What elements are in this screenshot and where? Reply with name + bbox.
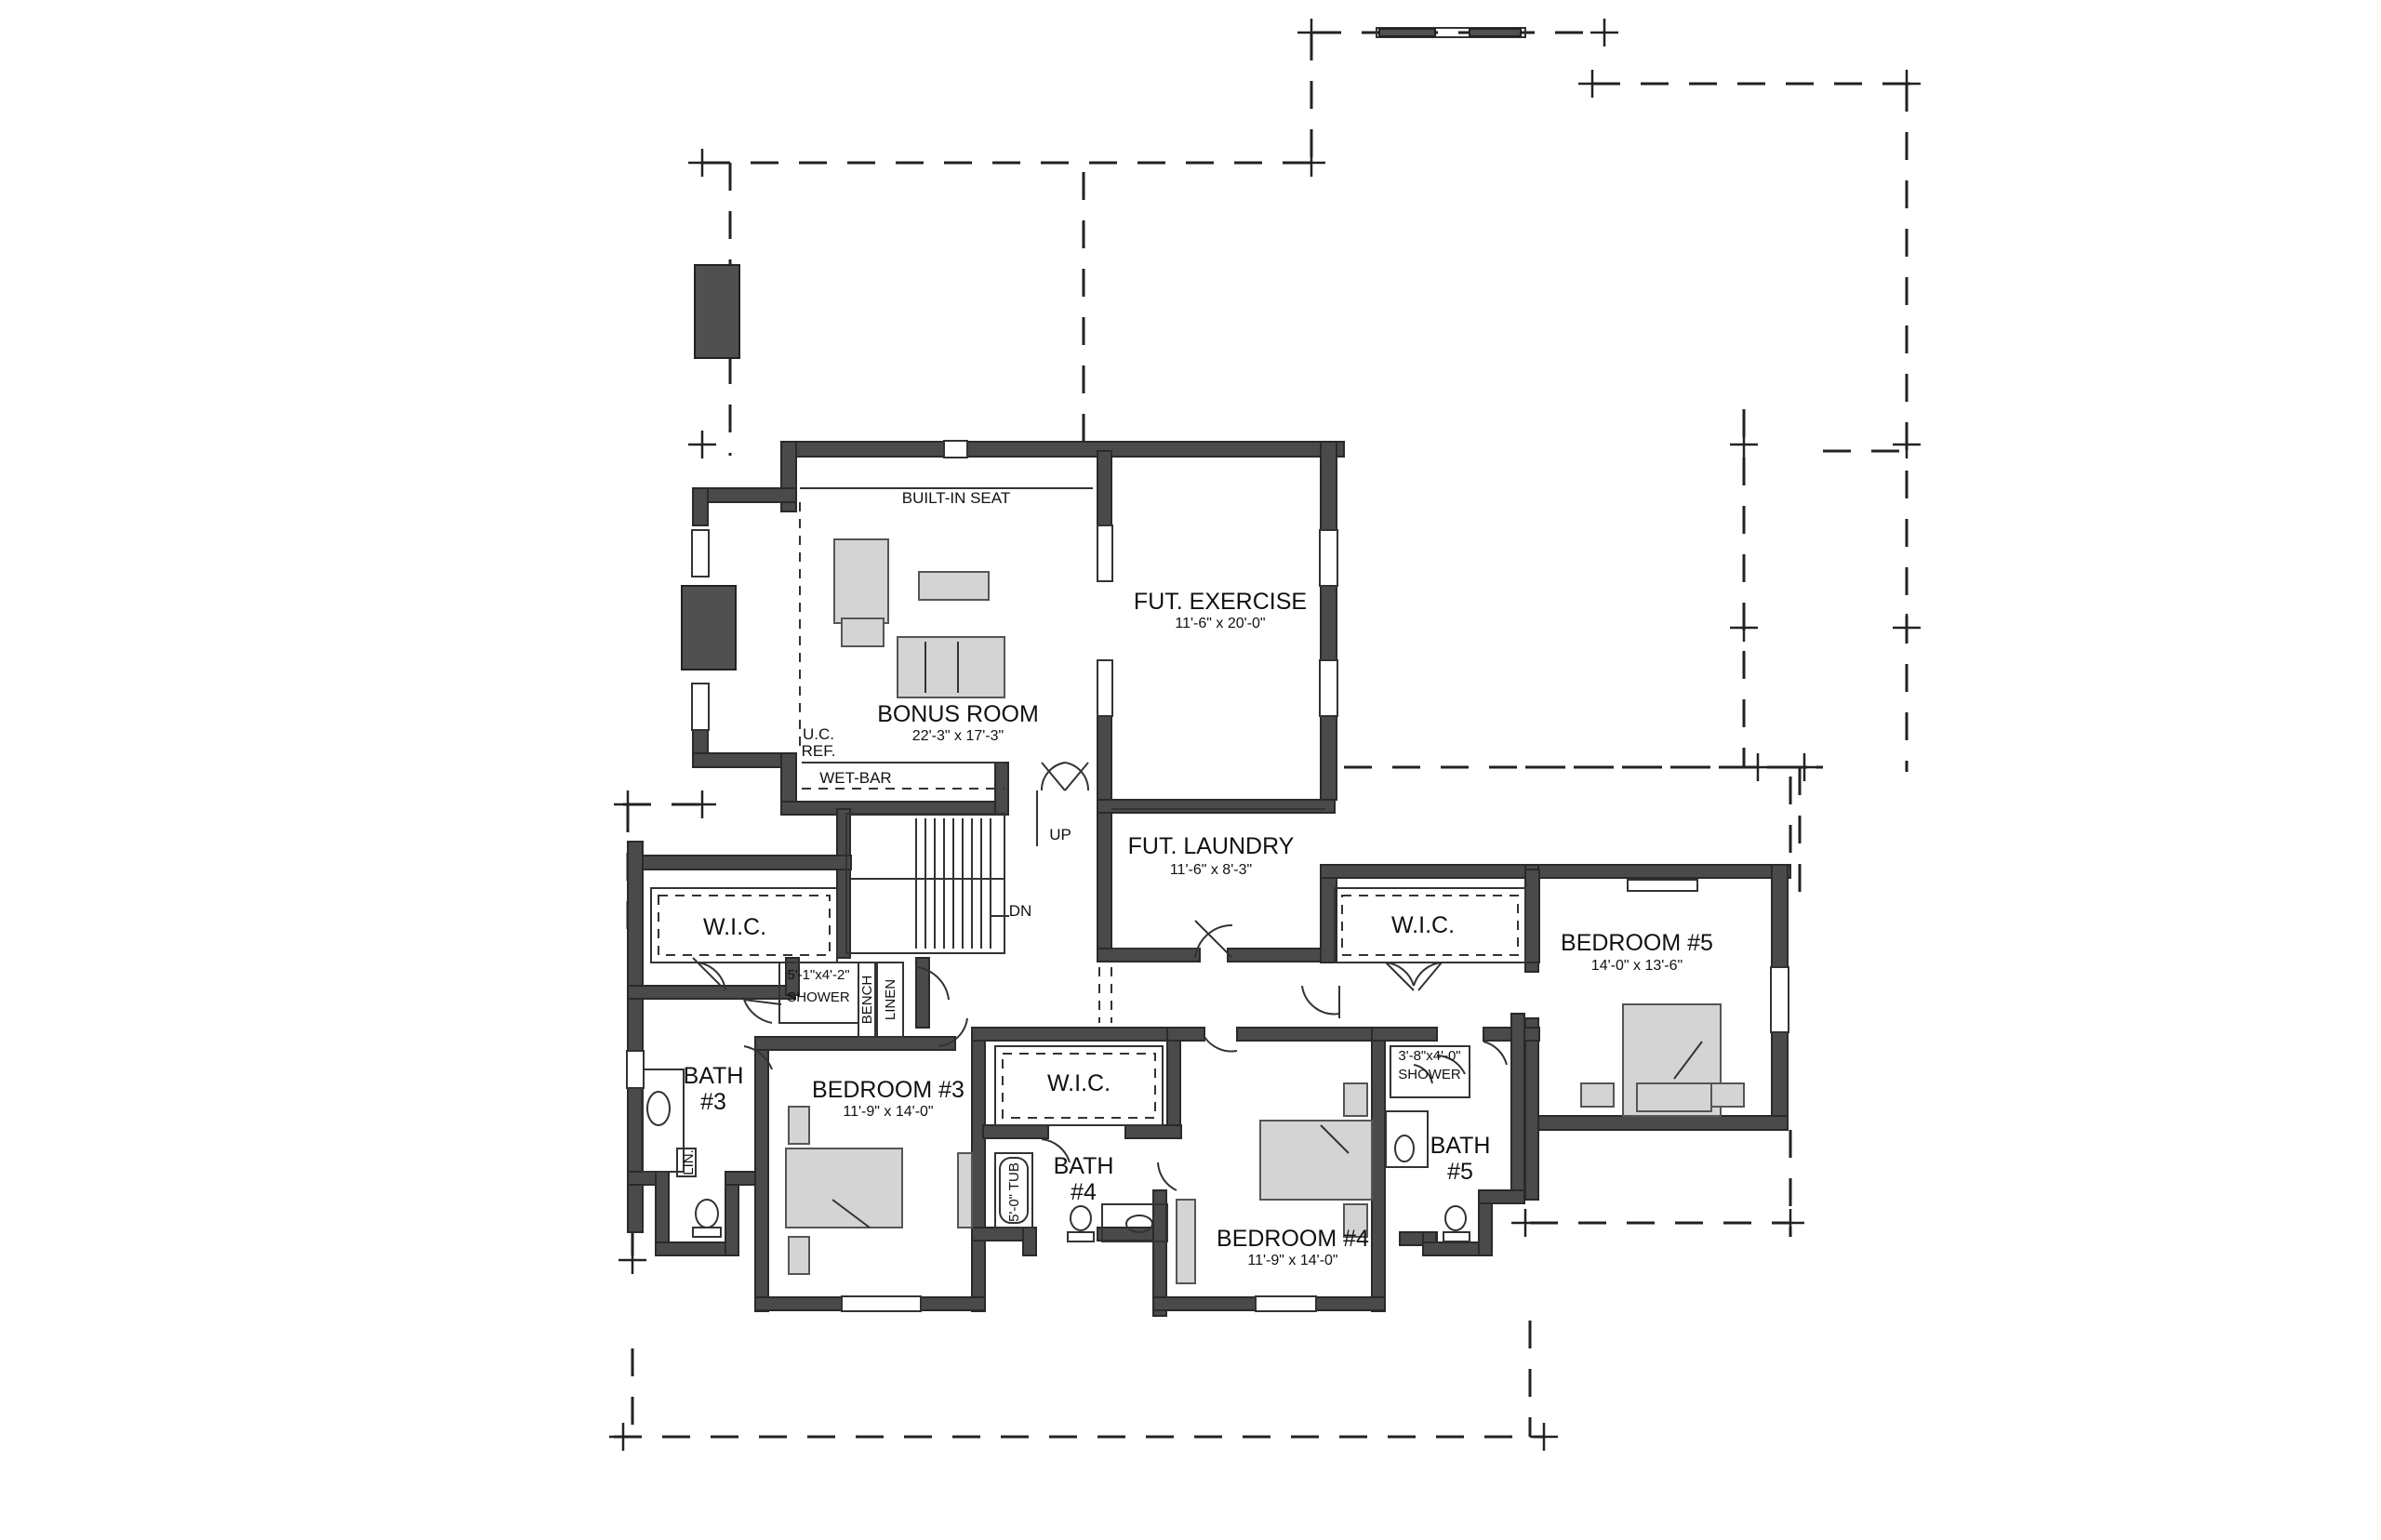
chimney-block-side: [681, 585, 737, 670]
bedroom4-dims: 11'-9" x 14'-0": [1247, 1253, 1337, 1268]
chimney-block-top: [694, 264, 740, 359]
shower3-dims: 5'-1"x4'-2": [787, 967, 849, 983]
dn-label: DN: [1009, 902, 1032, 920]
shower5-label: SHOWER: [1398, 1067, 1461, 1082]
built-in-seat-label: BUILT-IN SEAT: [902, 489, 1011, 507]
wic-right-label: W.I.C.: [1391, 912, 1455, 938]
exercise-room-dims: 11'-6" x 20'-0": [1175, 616, 1265, 631]
uc-label: U.C.: [803, 725, 834, 743]
up-label: UP: [1049, 826, 1071, 843]
laundry-room-name: FUT. LAUNDRY: [1128, 833, 1295, 859]
bedroom3-dims: 11'-9" x 14'-0": [843, 1104, 933, 1120]
bonus-room-name: BONUS ROOM: [877, 701, 1039, 727]
bath4-label-2: #4: [1071, 1179, 1097, 1205]
exercise-room-name: FUT. EXERCISE: [1134, 589, 1307, 615]
bath4-label-1: BATH: [1054, 1153, 1114, 1179]
furniture: [785, 538, 1745, 1284]
lin-label: LIN.: [681, 1149, 697, 1175]
windows: [626, 440, 1789, 1312]
bench-label: BENCH: [859, 976, 875, 1025]
wic-left-label: W.I.C.: [703, 914, 766, 940]
linen-label: LINEN: [883, 979, 898, 1020]
tub-label: 5'-0" TUB: [1006, 1162, 1022, 1222]
bedroom5-dims: 14'-0" x 13'-6": [1591, 958, 1683, 974]
bedroom5-name: BEDROOM #5: [1561, 930, 1713, 956]
shower3-label: SHOWER: [787, 989, 850, 1005]
doors: [692, 762, 1508, 1191]
bath3-label-2: #3: [700, 1089, 726, 1115]
wet-bar-label: WET-BAR: [819, 769, 891, 787]
shower5-dims: 3'-8"x4'-0": [1398, 1048, 1460, 1064]
wic-center-label: W.I.C.: [1047, 1070, 1111, 1096]
ref-label: REF.: [802, 742, 836, 760]
room-labels: BUILT-IN SEAT BONUS ROOM 22'-3" x 17'-3"…: [681, 489, 1713, 1268]
bath5-label-1: BATH: [1430, 1133, 1491, 1159]
interior-lines: [641, 487, 1526, 1242]
bath3-label-1: BATH: [684, 1063, 744, 1089]
bath5-label-2: #5: [1447, 1159, 1473, 1185]
laundry-room-dims: 11'-6" x 8'-3": [1170, 862, 1252, 878]
corner-ticks: [609, 19, 1921, 1451]
bedroom4-name: BEDROOM #4: [1217, 1226, 1369, 1252]
bonus-room-dims: 22'-3" x 17'-3": [912, 728, 1004, 744]
bedroom3-name: BEDROOM #3: [812, 1077, 964, 1103]
dashed-outline: [614, 31, 1916, 1439]
